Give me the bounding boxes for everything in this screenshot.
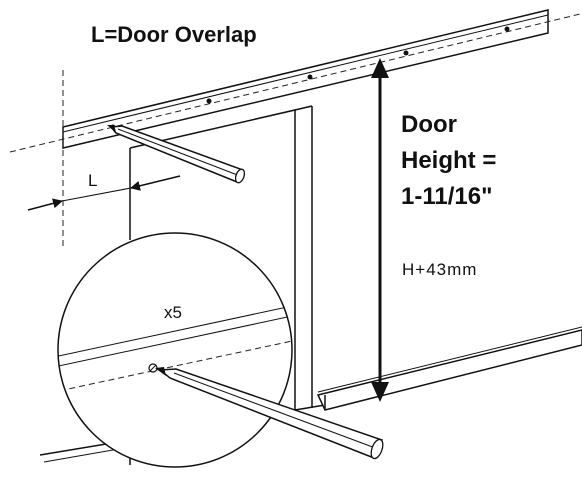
overlap-dim-label: L	[88, 171, 97, 190]
door-height-line2: Height =	[401, 147, 496, 174]
metric-height-label: H+43mm	[402, 260, 477, 279]
overlap-dimension: L	[27, 171, 181, 211]
magnified-detail: x5	[57, 232, 293, 468]
diagram-title: L=Door Overlap	[91, 22, 257, 47]
screw-dot	[403, 50, 409, 56]
screw-count-label: x5	[164, 303, 182, 322]
screw-dot	[307, 74, 313, 80]
door-height-line1: Door	[401, 111, 457, 138]
screw-dot	[504, 26, 510, 32]
pencil-icon	[107, 125, 246, 184]
pencil-large-icon	[155, 367, 384, 460]
reference-line	[9, 13, 581, 153]
screw-dot	[206, 98, 212, 104]
door-height-dimension	[371, 58, 389, 402]
door-height-line3: 1-11/16"	[401, 183, 492, 210]
